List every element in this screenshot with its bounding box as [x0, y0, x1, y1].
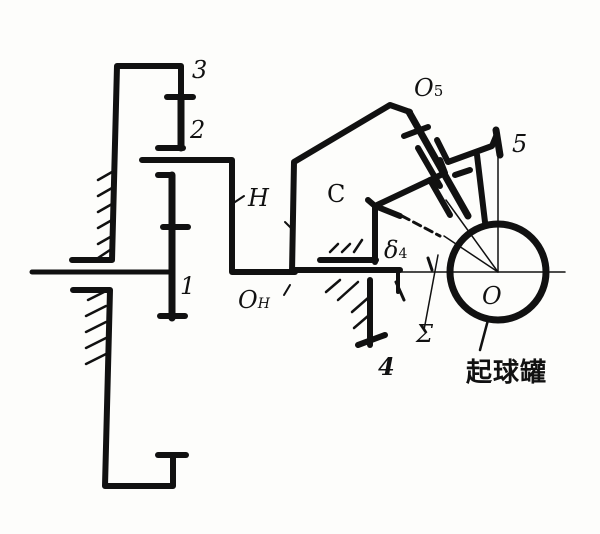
label-carrier-axis-sub: H: [257, 296, 270, 312]
label-point-c: C: [327, 180, 346, 208]
ring-gear-3-lower: [70, 287, 176, 489]
label-angle-delta: δ4: [384, 238, 407, 262]
ring-gear-3-upper: [69, 63, 184, 263]
label-delta-main: δ: [384, 236, 399, 264]
label-gear-3: 3: [192, 56, 208, 84]
gear-5: [492, 126, 504, 159]
label-ball-tank: 起球罐: [466, 358, 548, 388]
housing: [289, 102, 413, 275]
carrier-h: [139, 157, 298, 275]
label-delta-sub: 4: [398, 246, 408, 262]
label-carrier-axis: OH: [238, 288, 270, 312]
label-o5-main: O: [414, 74, 434, 102]
label-gear-5: 5: [512, 130, 528, 158]
label-angle-sigma: Σ: [416, 320, 433, 348]
label-gear-2: 2: [190, 116, 206, 144]
label-gear-1: 1: [180, 272, 196, 300]
label-point-o5: O5: [414, 76, 443, 100]
label-carrier-h: H: [248, 184, 269, 212]
label-carrier-axis-main: O: [238, 286, 258, 314]
label-o5-sub: 5: [433, 82, 444, 100]
label-gear-4: 4: [378, 352, 395, 381]
label-center-o: O: [482, 282, 502, 310]
